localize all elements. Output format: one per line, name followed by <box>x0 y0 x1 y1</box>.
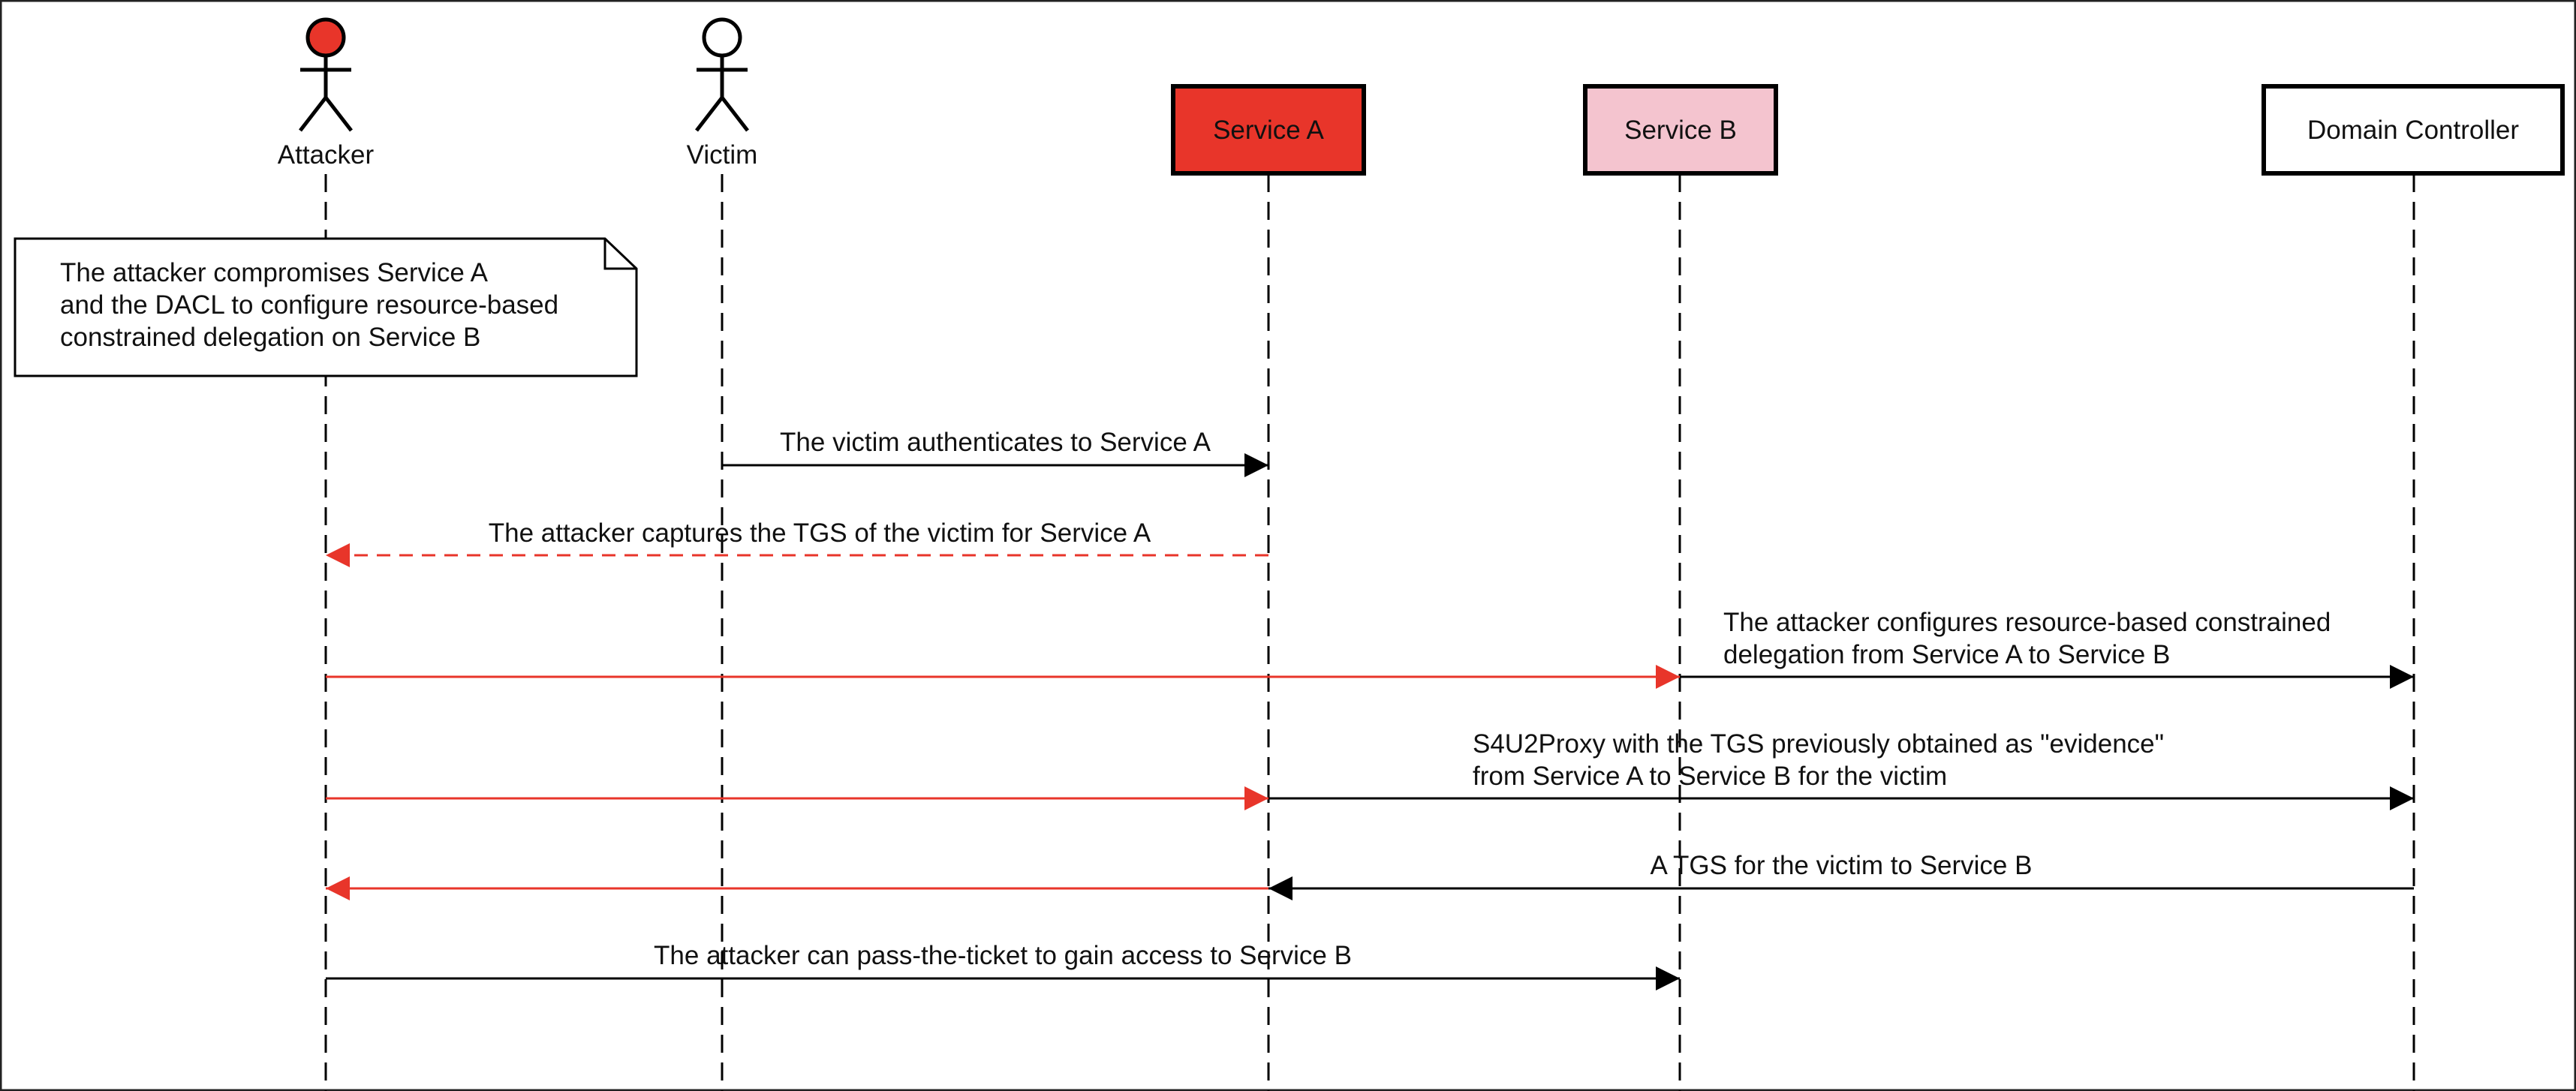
domain-controller-box <box>2262 84 2565 176</box>
message-label: S4U2Proxy with the TGS previously obtain… <box>1473 729 2164 759</box>
message-label: A TGS for the victim to Service B <box>1651 851 2033 880</box>
service-a-box <box>1171 84 1366 176</box>
message-label: from Service A to Service B for the vict… <box>1473 762 1947 791</box>
participant-attacker[interactable]: Attacker <box>278 17 375 170</box>
note-shape <box>14 237 638 377</box>
participant-domain-controller[interactable]: Domain Controller <box>2262 84 2565 176</box>
message-label: The attacker captures the TGS of the vic… <box>489 518 1151 548</box>
message-label: The attacker configures resource-based c… <box>1723 608 2331 637</box>
participant-service-a[interactable]: Service A <box>1171 84 1366 176</box>
service-b-box <box>1583 84 1778 176</box>
participant-label-service-b: Service B <box>1624 116 1737 145</box>
note-attacker-compromise: The attacker compromises Service A and t… <box>14 237 638 377</box>
message-label: delegation from Service A to Service B <box>1723 640 2170 669</box>
participant-victim[interactable]: Victim <box>687 17 758 170</box>
note-line: constrained delegation on Service B <box>60 323 480 352</box>
message-capture-tgs: The attacker captures the TGS of the vic… <box>326 518 1268 567</box>
message-victim-authenticates: The victim authenticates to Service A <box>722 428 1268 477</box>
note-line: and the DACL to configure resource-based <box>60 290 558 320</box>
note-fold <box>603 239 636 270</box>
message-pass-the-ticket: The attacker can pass-the-ticket to gain… <box>326 941 1680 990</box>
participant-label-victim: Victim <box>687 140 758 170</box>
message-s4u2proxy: S4U2Proxy with the TGS previously obtain… <box>326 729 2414 810</box>
lifelines <box>324 174 2415 1091</box>
participant-label-service-a: Service A <box>1213 116 1324 145</box>
participant-service-b[interactable]: Service B <box>1583 84 1778 176</box>
note-line: The attacker compromises Service A <box>60 258 489 287</box>
participant-label-domain-controller: Domain Controller <box>2307 116 2519 145</box>
message-label: The victim authenticates to Service A <box>780 428 1211 457</box>
message-label: The attacker can pass-the-ticket to gain… <box>654 941 1352 970</box>
message-configure-rbcd: The attacker configures resource-based c… <box>326 608 2414 689</box>
participant-label-attacker: Attacker <box>278 140 375 170</box>
message-tgs-return: A TGS for the victim to Service B <box>326 851 2414 900</box>
attacker-actor-icon <box>299 17 353 132</box>
victim-actor-icon <box>695 17 749 132</box>
